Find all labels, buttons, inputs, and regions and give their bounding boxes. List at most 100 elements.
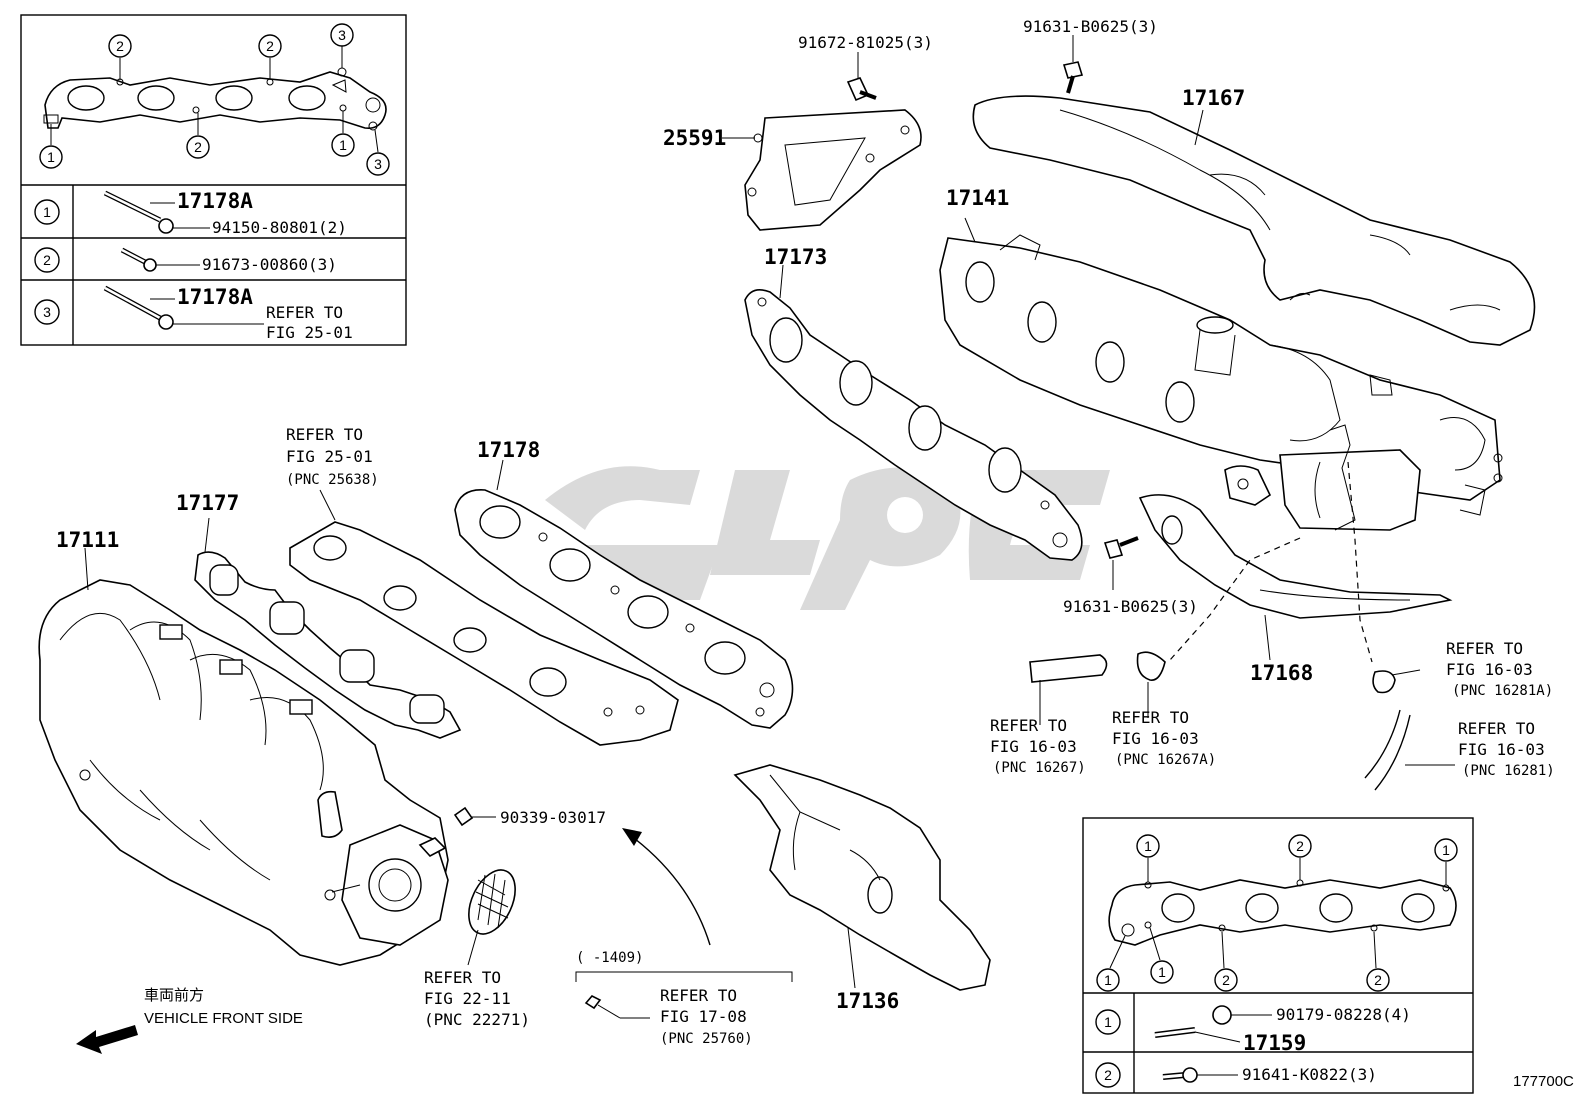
refer-16281: REFER TO FIG 16-03 (PNC 16281) (1458, 719, 1555, 779)
mesh-22271-icon: REFER TO FIG 22-11 (PNC 22271) (424, 869, 530, 1029)
svg-text:FIG 16-03: FIG 16-03 (1446, 660, 1533, 679)
vehicle-front-en: VEHICLE FRONT SIDE (144, 1010, 303, 1027)
svg-text:2: 2 (1222, 972, 1230, 988)
heat-insulator-17168: 17168 (1138, 494, 1453, 685)
flow-arrow-icon (622, 828, 711, 946)
part-17136-label: 17136 (836, 989, 899, 1013)
svg-text:(PNC 16281A): (PNC 16281A) (1452, 683, 1553, 699)
svg-text:FIG 16-03: FIG 16-03 (990, 737, 1077, 756)
nut-icon (158, 314, 174, 330)
refer-16267a: REFER TO FIG 16-03 (PNC 16267A) (1112, 708, 1216, 768)
callout-2-c: 2 (186, 135, 210, 159)
inset-gasket-drawing (43, 46, 387, 153)
nut-icon (158, 218, 174, 234)
part-17178a-label: 17178A (177, 189, 253, 213)
part-25591-label: 25591 (663, 126, 726, 150)
inset-top-left: 2 2 3 1 2 1 3 1 17178A 94150-80801(2) 2 (20, 14, 407, 346)
refer-25638-line2: FIG 25-01 (286, 447, 373, 466)
part-17141-label: 17141 (946, 186, 1009, 210)
inset-row-2: 2 91673-00860(3) (34, 247, 337, 274)
inset-gasket-drawing (1108, 858, 1457, 969)
refer-to-label: REFER TO (266, 303, 343, 322)
refer-16281a: REFER TO FIG 16-03 (PNC 16281A) (1446, 639, 1553, 699)
callout-2-b: 2 (1214, 968, 1238, 992)
part-91631-mid-label: 91631-B0625(3) (1063, 597, 1198, 616)
svg-text:2: 2 (1296, 838, 1304, 854)
part-17167-label: 17167 (1182, 86, 1245, 110)
hose-16267 (1029, 654, 1108, 725)
bracket-25591: 25591 (663, 109, 922, 231)
bolt-icon (1162, 1067, 1198, 1083)
pin-25760: ( -1409) REFER TO FIG 17-08 (PNC 25760) (575, 950, 793, 1047)
gasket-17178: 17178 (454, 438, 794, 729)
svg-text:2: 2 (43, 252, 51, 268)
svg-text:1: 1 (47, 149, 55, 165)
range-label: ( -1409) (576, 950, 643, 966)
part-91641-label: 91641-K0822(3) (1242, 1065, 1377, 1084)
arrow-left-icon (76, 1025, 138, 1054)
svg-text:(PNC 16267A): (PNC 16267A) (1115, 752, 1216, 768)
stud-bolt-icon (1154, 1027, 1196, 1038)
svg-text:1: 1 (1144, 838, 1152, 854)
svg-text:2: 2 (116, 38, 124, 54)
part-17178a-label: 17178A (177, 285, 253, 309)
svg-text:FIG 16-03: FIG 16-03 (1458, 740, 1545, 759)
callout-1-a: 1 (39, 145, 63, 169)
refer-25760-line3: (PNC 25760) (660, 1031, 753, 1047)
refer-22271-line1: REFER TO (424, 968, 501, 987)
part-17173-label: 17173 (764, 245, 827, 269)
callout-2-c: 2 (1366, 968, 1390, 992)
bolt-91672: 91672-81025(3) (798, 33, 933, 102)
part-17168-label: 17168 (1250, 661, 1313, 685)
callout-2-a: 2 (108, 34, 132, 58)
callout-3-b: 3 (366, 152, 390, 176)
plug-90339: 90339-03017 (418, 806, 606, 857)
intake-plate-25638: REFER TO FIG 25-01 (PNC 25638) (286, 425, 679, 746)
part-91631-top-label: 91631-B0625(3) (1023, 17, 1158, 36)
svg-text:2: 2 (194, 139, 202, 155)
refer-25638-line1: REFER TO (286, 425, 363, 444)
svg-text:(PNC 16267): (PNC 16267) (993, 760, 1086, 776)
callout-1-b: 1 (331, 133, 355, 157)
inset-row-1: 1 90179-08228(4) 17159 (1095, 1005, 1411, 1055)
callout-1-b: 1 (1434, 838, 1458, 862)
intake-manifold-17111: 17111 (38, 528, 449, 966)
bolt-91631-top: 91631-B0625(3) (1023, 17, 1158, 94)
svg-text:2: 2 (266, 38, 274, 54)
inset-row-3: 3 17178A REFER TO FIG 25-01 (34, 285, 353, 342)
part-90179-label: 90179-08228(4) (1276, 1005, 1411, 1024)
stud-bolt-icon (103, 190, 162, 223)
refer-16267: REFER TO FIG 16-03 (PNC 16267) (990, 716, 1086, 776)
svg-text:3: 3 (338, 27, 346, 43)
callout-1-c: 1 (1096, 968, 1120, 992)
bolt-icon (120, 247, 157, 272)
refer-22271-line3: (PNC 22271) (424, 1010, 530, 1029)
clamp-16281a (1372, 669, 1421, 694)
svg-text:REFER TO: REFER TO (1458, 719, 1535, 738)
svg-text:1: 1 (43, 204, 51, 220)
bolt-91631-mid: 91631-B0625(3) (1063, 536, 1198, 616)
refer-22271-line2: FIG 22-11 (424, 989, 511, 1008)
svg-text:1: 1 (1104, 972, 1112, 988)
svg-text:3: 3 (374, 156, 382, 172)
vehicle-front-jp: 車両前方 (144, 987, 204, 1004)
svg-text:1: 1 (1104, 1014, 1112, 1030)
refer-25760-line2: FIG 17-08 (660, 1007, 747, 1026)
part-17111-label: 17111 (56, 528, 119, 552)
part-91672-label: 91672-81025(3) (798, 33, 933, 52)
svg-text:1: 1 (1442, 842, 1450, 858)
vehicle-front-indicator: 車両前方 VEHICLE FRONT SIDE (76, 987, 303, 1054)
part-91673-label: 91673-00860(3) (202, 255, 337, 274)
inset-row-2: 2 91641-K0822(3) (1095, 1062, 1377, 1088)
refer-25638-line3: (PNC 25638) (286, 472, 379, 488)
heat-insulator-17136: 17136 (733, 764, 991, 1013)
stud-bolt-icon (103, 285, 162, 321)
callout-2-a: 2 (1288, 834, 1312, 858)
svg-text:3: 3 (43, 304, 51, 320)
svg-text:2: 2 (1104, 1067, 1112, 1083)
fig-reference-label: FIG 25-01 (266, 323, 353, 342)
refer-25760-line1: REFER TO (660, 986, 737, 1005)
nut-icon (1212, 1005, 1232, 1025)
svg-text:REFER TO: REFER TO (1112, 708, 1189, 727)
svg-text:FIG 16-03: FIG 16-03 (1112, 729, 1199, 748)
